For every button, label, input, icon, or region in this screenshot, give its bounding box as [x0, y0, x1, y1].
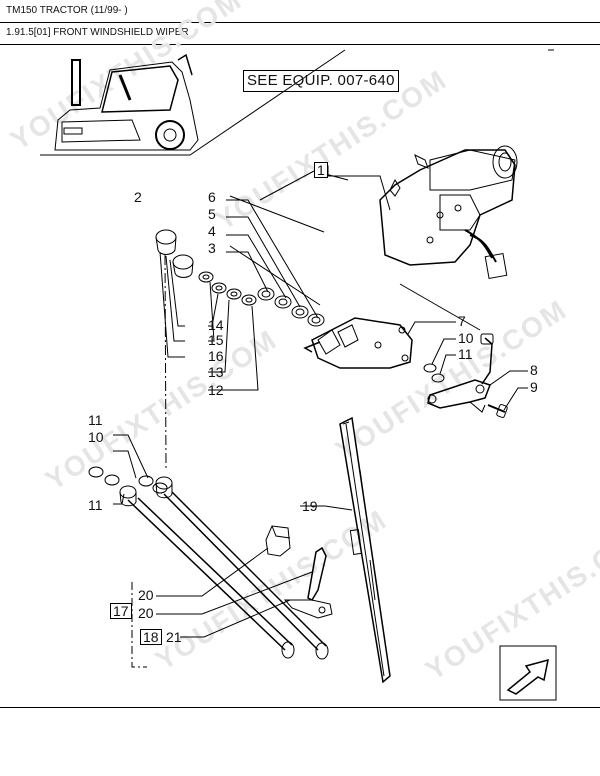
part-label-19: 19 [302, 498, 318, 514]
footer-divider [0, 707, 600, 708]
washer-part-6 [307, 313, 325, 327]
part-label-3: 3 [208, 240, 216, 256]
part-label-10-lower: 10 [88, 429, 104, 445]
header-model-bar: TM150 TRACTOR (11/99- ) [0, 0, 600, 23]
cap-part-20 [265, 525, 291, 557]
washer-part-15 [198, 271, 214, 283]
part-label-20-top: 20 [138, 587, 154, 603]
part-label-4: 4 [208, 223, 216, 239]
part-label-2: 2 [134, 189, 142, 205]
washer-part-14 [211, 282, 227, 294]
bushing-lower-right [155, 476, 173, 499]
part-label-20: 20 [138, 605, 154, 621]
exploded-parts-diagram [40, 49, 557, 701]
direction-arrow-icon [499, 645, 557, 701]
part-label-10: 10 [458, 330, 474, 346]
washer-part-13 [226, 288, 242, 300]
wiper-link-rods [127, 491, 329, 660]
part-label-8: 8 [530, 362, 538, 378]
wiper-arm-part-21 [283, 546, 333, 619]
washer-part-4 [274, 295, 292, 309]
washer-part-5 [291, 305, 309, 319]
washer-part-3 [257, 287, 275, 301]
tractor-cab-inset [40, 49, 346, 156]
washer-part-10b [104, 474, 120, 486]
part-label-14: 14 [208, 317, 224, 333]
part-label-11-bottom: 11 [88, 497, 103, 513]
wiper-shaft-bracket [303, 317, 413, 369]
header-section-bar: 1.91.5[01] FRONT WINDSHIELD WIPER [0, 22, 600, 45]
part-label-18: 18 [140, 629, 162, 645]
part-label-6: 6 [208, 189, 216, 205]
section-title: 1.91.5[01] FRONT WINDSHIELD WIPER [6, 27, 189, 38]
washer-part-12 [241, 294, 257, 306]
bushing-part-16 [172, 254, 194, 278]
wiper-motor-assembly [379, 145, 518, 279]
part-label-21: 21 [166, 629, 182, 645]
bushing-part-2 [155, 229, 177, 255]
model-title: TM150 TRACTOR (11/99- ) [6, 5, 128, 16]
drive-crank-linkage [423, 333, 508, 418]
see-equip-reference: SEE EQUIP. 007-640 [243, 70, 399, 92]
part-label-13: 13 [208, 364, 224, 380]
wiper-blade-part-19 [339, 416, 391, 684]
washer-part-11b [88, 466, 104, 478]
part-label-11: 11 [458, 346, 473, 362]
bushing-part-11c [119, 485, 137, 507]
part-label-5: 5 [208, 206, 216, 222]
part-label-17: 17 [110, 603, 132, 619]
part-label-11-lower: 11 [88, 412, 103, 428]
part-label-7: 7 [458, 313, 466, 329]
part-label-15: 15 [208, 332, 224, 348]
part-label-1: 1 [314, 162, 328, 178]
part-label-12: 12 [208, 382, 224, 398]
part-label-9: 9 [530, 379, 538, 395]
part-label-16: 16 [208, 348, 224, 364]
